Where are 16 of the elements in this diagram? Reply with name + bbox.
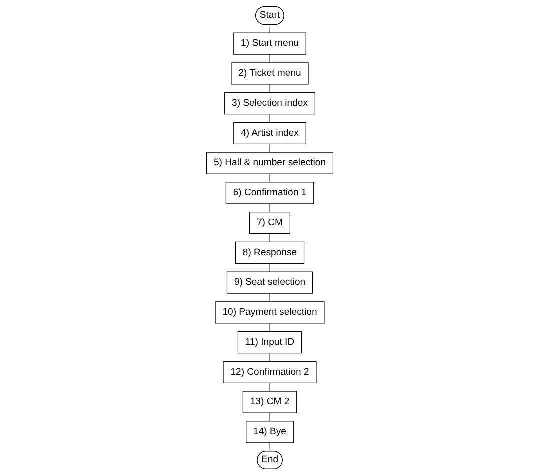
node-box: 10) Payment selection — [215, 302, 325, 324]
node-box: 13) CM 2 — [242, 391, 298, 414]
node-box: 11) Input ID — [238, 332, 302, 354]
connector — [270, 442, 271, 452]
node-box: 9) Seat selection — [226, 272, 314, 294]
node-box: 14) Bye — [246, 421, 294, 444]
node-box: 4) Artist index — [234, 122, 306, 144]
node-box: 7) CM — [250, 212, 290, 234]
connector — [270, 24, 271, 34]
node-box: 1) Start menu — [234, 32, 306, 55]
node-box: 5) Hall & number selection — [206, 152, 334, 174]
node-box: 8) Response — [235, 242, 305, 264]
node-box: 6) Confirmation 1 — [226, 182, 314, 204]
node-box: 2) Ticket menu — [231, 62, 309, 85]
node-box: 12) Confirmation 2 — [223, 361, 317, 384]
node-box: 3) Selection index — [224, 92, 316, 115]
